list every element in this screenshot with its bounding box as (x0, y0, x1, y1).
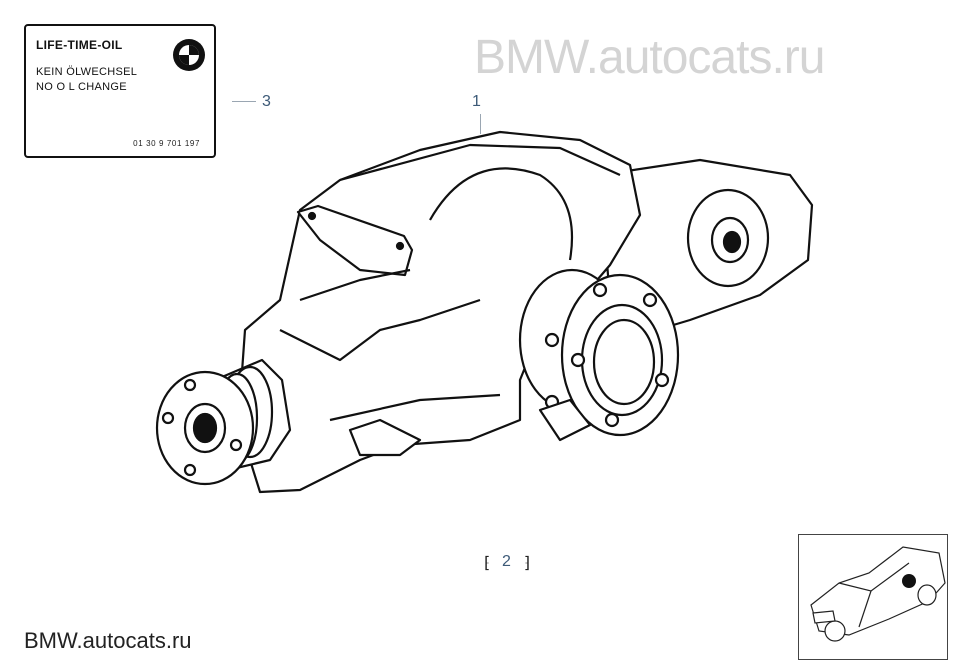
oil-label: LIFE-TIME-OIL KEIN ÖLWECHSEL NO O L CHAN… (24, 24, 216, 158)
housing-foot (348, 418, 422, 457)
callout-2-bracket-left: ⁅ (484, 555, 491, 572)
car-location-icon (810, 546, 946, 642)
callout-1[interactable]: 1 (472, 93, 481, 110)
callout-1-leader (480, 114, 481, 134)
oil-label-title: LIFE-TIME-OIL (36, 38, 123, 52)
watermark-bottom: BMW.autocats.ru (24, 628, 192, 653)
housing-ridge (339, 143, 621, 182)
oil-label-line-english: NO O L CHANGE (36, 81, 127, 93)
housing-rib-1 (279, 298, 481, 362)
callout-2-bracket-right: ⁆ (524, 555, 531, 572)
car-location-thumbnail (798, 534, 948, 660)
rear-cover-foot (538, 398, 592, 442)
housing-rib-3 (329, 393, 501, 422)
callout-2[interactable]: 2 (502, 553, 511, 570)
oil-label-part-code: 01 30 9 701 197 (133, 139, 200, 148)
front-mount-bracket (296, 204, 414, 277)
callout-3-leader (232, 101, 256, 102)
location-marker-icon (902, 574, 916, 588)
housing-rib-2 (299, 268, 411, 302)
housing-inner-curve (429, 167, 574, 261)
bmw-roundel-icon (173, 39, 205, 71)
output-flange-bore (592, 318, 656, 406)
oil-label-line-german: KEIN ÖLWECHSEL (36, 66, 138, 78)
callout-3[interactable]: 3 (262, 93, 271, 110)
input-flange-bore (192, 412, 218, 444)
watermark-top: BMW.autocats.ru (474, 31, 825, 84)
